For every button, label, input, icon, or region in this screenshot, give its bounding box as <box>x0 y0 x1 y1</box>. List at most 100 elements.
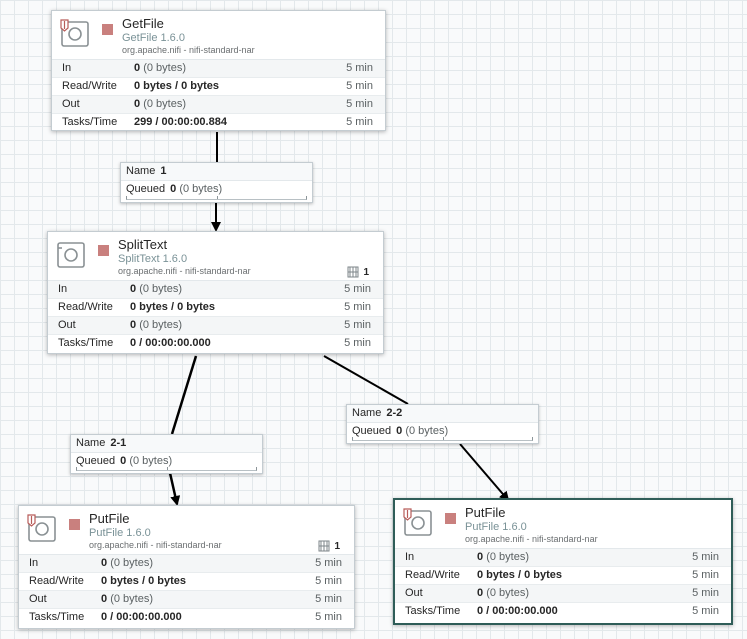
stat-value-extra: (0 bytes) <box>486 551 529 563</box>
stat-value-main: 0 <box>477 551 484 563</box>
processor-stats: In 0 (0 bytes) 5 min Read/Write 0 bytes … <box>48 280 383 352</box>
stat-value-extra: (0 bytes) <box>110 557 153 569</box>
stopped-square-icon <box>445 513 456 524</box>
processor-putfile-left[interactable]: PutFile PutFile 1.6.0 org.apache.nifi - … <box>18 505 355 629</box>
stat-value-main: 0 bytes / 0 bytes <box>101 575 186 587</box>
stat-value: 0 bytes / 0 bytes <box>477 567 562 584</box>
processor-putfile-right[interactable]: PutFile PutFile 1.6.0 org.apache.nifi - … <box>393 498 733 625</box>
stat-label: In <box>405 551 415 563</box>
stat-value: 0 (0 bytes) <box>134 60 186 77</box>
stat-time: 5 min <box>692 587 719 599</box>
stat-row-out: Out 0 (0 bytes) 5 min <box>52 96 385 114</box>
stat-label: Tasks/Time <box>29 611 85 623</box>
processor-getfile[interactable]: GetFile GetFile 1.6.0 org.apache.nifi - … <box>51 10 386 131</box>
stat-time: 5 min <box>692 569 719 581</box>
stat-row-read-write: Read/Write 0 bytes / 0 bytes 5 min <box>52 78 385 96</box>
stat-value: 0 (0 bytes) <box>101 555 153 572</box>
stat-label: Out <box>58 319 76 331</box>
stat-time: 5 min <box>344 319 371 331</box>
processor-stats: In 0 (0 bytes) 5 min Read/Write 0 bytes … <box>19 554 354 626</box>
stat-value-main: 0 <box>134 98 141 110</box>
stat-time: 5 min <box>315 557 342 569</box>
stat-value: 299 / 00:00:00.884 <box>134 114 227 131</box>
stat-value-main: 0 <box>101 557 108 569</box>
connection-line-2-2a[interactable] <box>323 355 409 405</box>
stat-time: 5 min <box>315 611 342 623</box>
stat-value-main: 0 / 00:00:00.000 <box>101 611 182 623</box>
stat-value: 0 (0 bytes) <box>134 96 186 113</box>
processor-icon <box>27 514 56 542</box>
connection-name: 2-1 <box>110 437 127 449</box>
stat-label: Read/Write <box>58 301 113 313</box>
processor-splittext[interactable]: SplitText SplitText 1.6.0 org.apache.nif… <box>47 231 384 354</box>
stat-time: 5 min <box>692 605 719 617</box>
connection-name: 1 <box>160 165 167 177</box>
stat-time: 5 min <box>315 593 342 605</box>
stat-time: 5 min <box>315 575 342 587</box>
connection-name-row: Name 2-1 <box>71 435 262 453</box>
stat-value-main: 0 <box>101 593 108 605</box>
connection-line-2-1a[interactable] <box>170 355 198 435</box>
stat-value: 0 (0 bytes) <box>477 585 529 602</box>
stat-value-main: 0 <box>134 62 141 74</box>
thread-count-icon <box>347 266 359 278</box>
processor-stats: In 0 (0 bytes) 5 min Read/Write 0 bytes … <box>52 59 385 131</box>
stat-value-main: 0 / 00:00:00.000 <box>130 337 211 349</box>
stat-value: 0 (0 bytes) <box>101 591 153 608</box>
queue-progress-bar <box>126 196 307 200</box>
processor-header: GetFile GetFile 1.6.0 org.apache.nifi - … <box>52 11 385 59</box>
connection-queued-bytes: (0 bytes) <box>129 455 173 467</box>
processor-name: GetFile <box>122 16 164 31</box>
connection-line-2-2b[interactable] <box>459 443 510 502</box>
stat-label: Read/Write <box>29 575 84 587</box>
connection-name: 2-2 <box>386 407 403 419</box>
connection-queued-label: Queued <box>352 425 392 437</box>
thread-count-value: 1 <box>334 540 340 552</box>
processor-type: PutFile 1.6.0 <box>465 521 527 533</box>
processor-icon <box>60 19 89 47</box>
processor-icon <box>57 242 85 268</box>
stat-time: 5 min <box>344 283 371 295</box>
stat-label: In <box>62 62 72 74</box>
thread-count-icon <box>318 540 330 552</box>
processor-name: PutFile <box>89 511 130 526</box>
stat-time: 5 min <box>346 62 373 74</box>
stat-value-main: 0 / 00:00:00.000 <box>477 605 558 617</box>
connection-name-label: Name <box>126 165 156 177</box>
processor-header: PutFile PutFile 1.6.0 org.apache.nifi - … <box>19 506 354 554</box>
thread-count: 1 <box>318 540 340 552</box>
thread-count-value: 1 <box>363 266 369 278</box>
processor-header: PutFile PutFile 1.6.0 org.apache.nifi - … <box>395 500 731 548</box>
processor-bundle: org.apache.nifi - nifi-standard-nar <box>465 534 598 544</box>
stat-row-in: In 0 (0 bytes) 5 min <box>19 555 354 573</box>
stat-value-main: 0 <box>130 319 137 331</box>
stat-time: 5 min <box>346 80 373 92</box>
connection-queued-bytes: (0 bytes) <box>179 183 223 195</box>
stat-label: Tasks/Time <box>62 116 118 128</box>
stat-row-in: In 0 (0 bytes) 5 min <box>52 60 385 78</box>
stat-value: 0 bytes / 0 bytes <box>101 573 186 590</box>
stat-value: 0 (0 bytes) <box>130 317 182 334</box>
connection-name-label: Name <box>76 437 106 449</box>
stat-label: Read/Write <box>62 80 117 92</box>
stat-label: Read/Write <box>405 569 460 581</box>
stat-label: In <box>58 283 68 295</box>
stat-value: 0 (0 bytes) <box>477 549 529 566</box>
stat-label: Out <box>29 593 47 605</box>
queue-progress-bar <box>76 467 257 471</box>
connection-line-2-1b[interactable] <box>168 472 181 506</box>
stat-row-read-write: Read/Write 0 bytes / 0 bytes 5 min <box>48 299 383 317</box>
thread-count: 1 <box>347 266 369 278</box>
stat-value-extra: (0 bytes) <box>139 283 182 295</box>
connection-name-label: Name <box>352 407 382 419</box>
processor-name: SplitText <box>118 237 168 252</box>
stat-value-extra: (0 bytes) <box>139 319 182 331</box>
stat-value: 0 / 00:00:00.000 <box>477 603 558 620</box>
stat-row-in: In 0 (0 bytes) 5 min <box>48 281 383 299</box>
connection-queued-count: 0 <box>170 183 177 195</box>
